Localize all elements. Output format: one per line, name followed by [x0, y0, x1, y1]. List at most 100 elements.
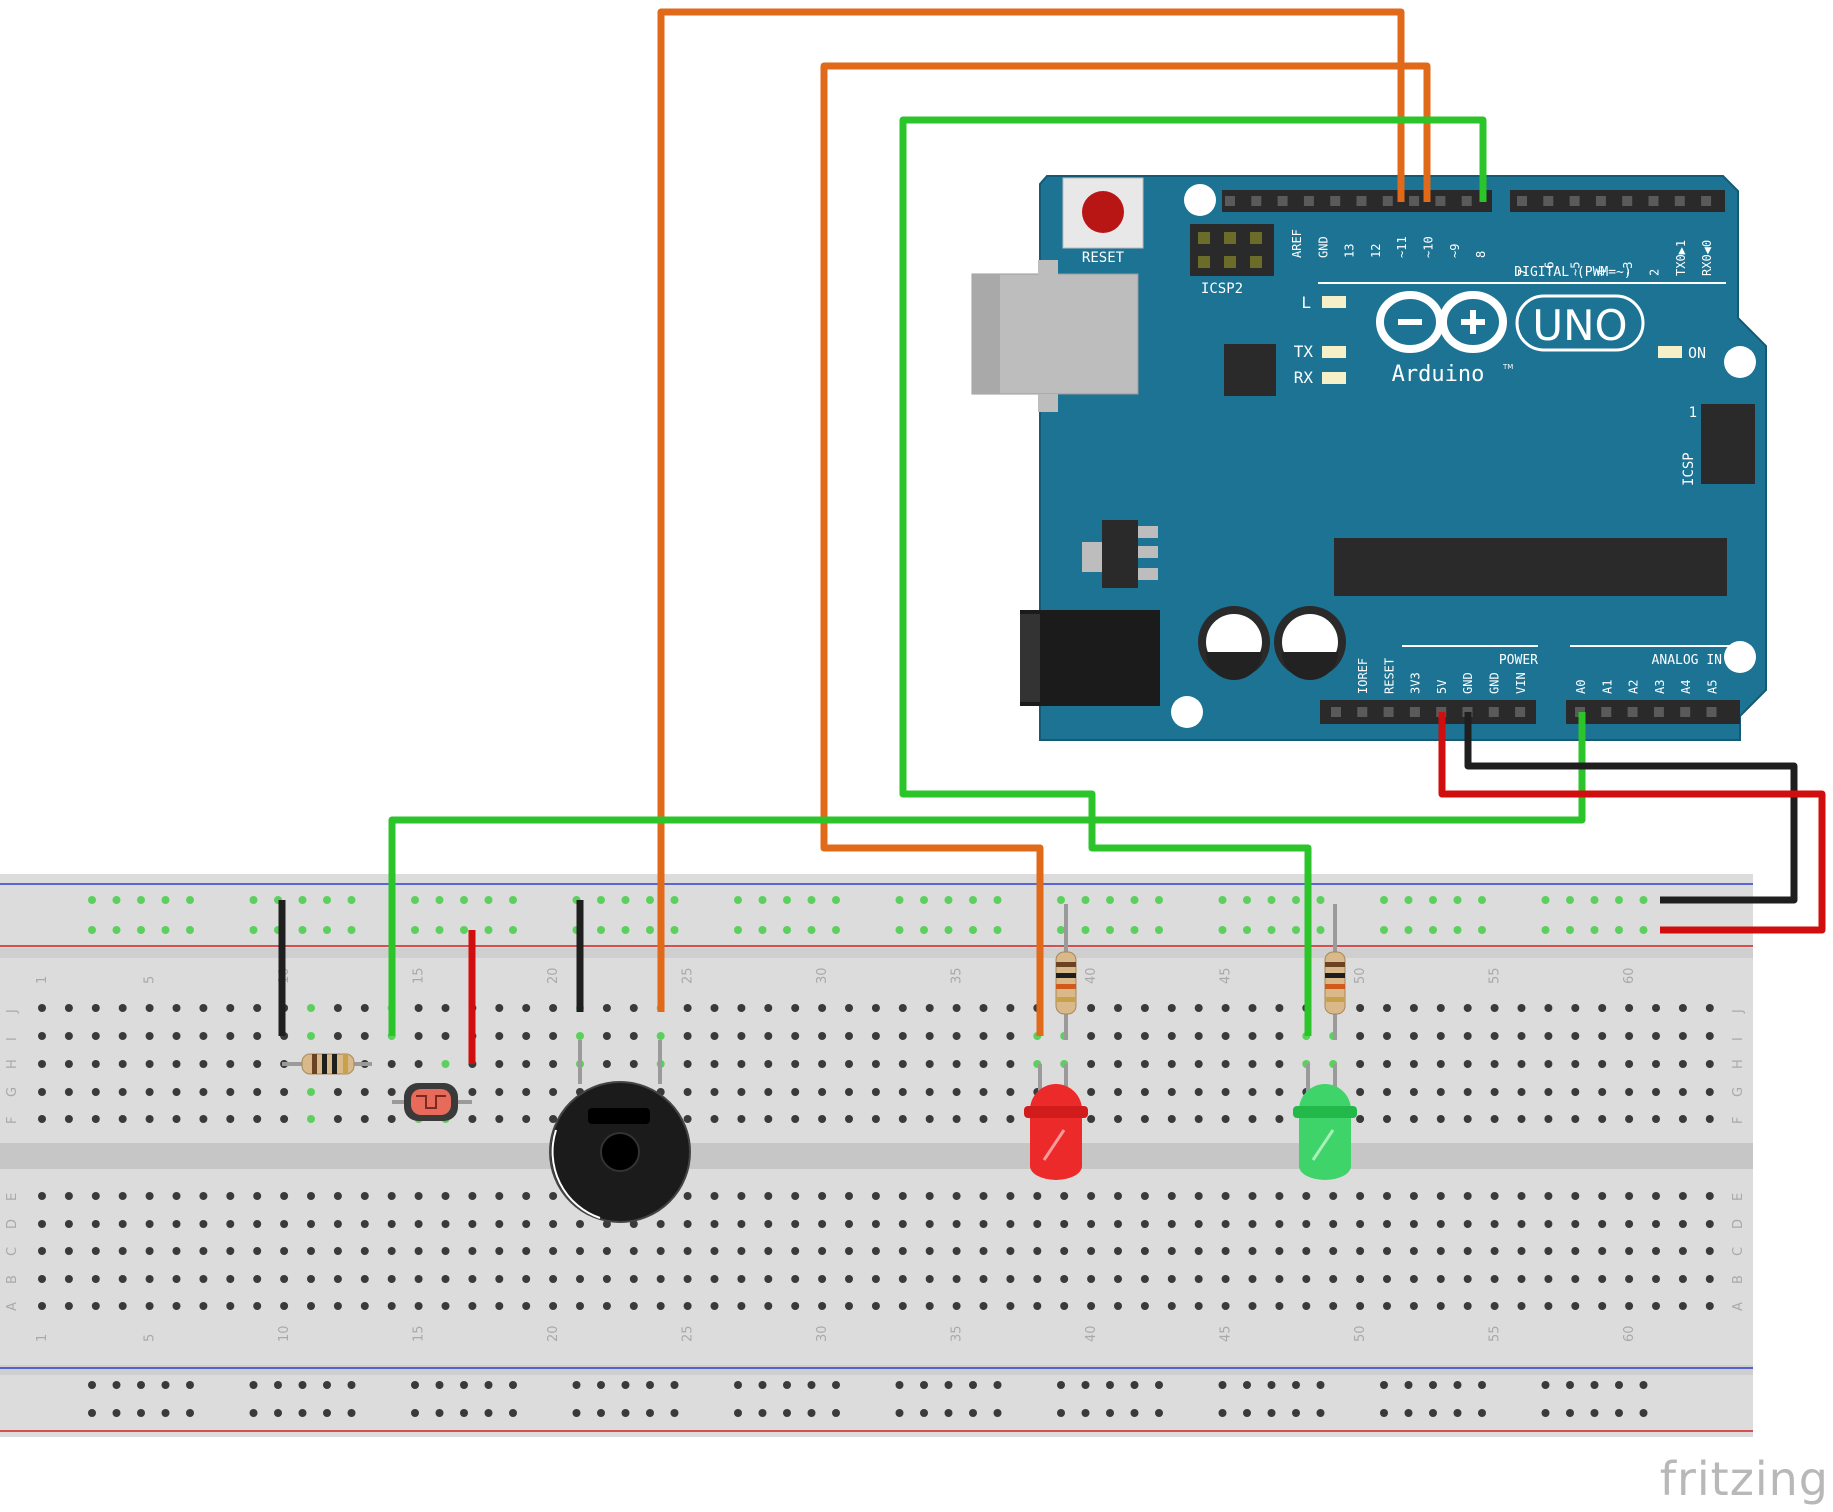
breadboard-hole [549, 1302, 558, 1310]
breadboard-hole [845, 1032, 853, 1040]
breadboard-hole [1006, 1060, 1015, 1068]
column-label: 5 [143, 1334, 158, 1342]
rail-hole [1218, 1409, 1227, 1417]
breadboard-hole [1140, 1220, 1149, 1228]
breadboard-hole [1544, 1088, 1553, 1096]
breadboard-hole [91, 1115, 100, 1123]
breadboard-hole [925, 1220, 934, 1228]
breadboard-hole [118, 1004, 127, 1012]
rail-hole [1081, 926, 1090, 934]
rail-hole [969, 1381, 977, 1389]
breadboard-hole [952, 1220, 961, 1228]
rail-hole [1106, 1381, 1114, 1389]
breadboard-hole [145, 1115, 154, 1123]
breadboard-hole [629, 1032, 638, 1040]
breadboard-hole [1275, 1004, 1284, 1012]
breadboard-hole [172, 1088, 181, 1096]
breadboard-hole [1625, 1220, 1634, 1228]
breadboard-hole [1329, 1302, 1338, 1310]
rail-hole [1130, 926, 1139, 934]
breadboard-hole [979, 1060, 988, 1068]
arduino-uno-board: RESET ICSP2 [971, 175, 1767, 741]
led-tx [1322, 346, 1346, 358]
rail-hole [411, 1409, 419, 1417]
rail-hole [1155, 1409, 1163, 1417]
breadboard-hole [307, 1032, 315, 1040]
led-rx-label: RX [1294, 368, 1314, 387]
breadboard-hole [1006, 1004, 1015, 1012]
breadboard-hole [1221, 1220, 1230, 1228]
breadboard-hole [1678, 1115, 1687, 1123]
breadboard-hole [1087, 1275, 1096, 1283]
pin-label: GND [1316, 236, 1330, 258]
rail-hole [1404, 926, 1413, 934]
breadboard-hole [199, 1247, 208, 1255]
breadboard-hole [1383, 1220, 1391, 1228]
breadboard-hole [898, 1088, 907, 1096]
row-label: F [5, 1117, 20, 1124]
row-label: C [5, 1247, 20, 1256]
breadboard-hole [118, 1275, 127, 1283]
breadboard-hole [1517, 1247, 1526, 1255]
rail-hole [1615, 926, 1623, 934]
rail-hole [1243, 896, 1251, 904]
breadboard-hole [549, 1192, 558, 1200]
breadboard-hole [1625, 1275, 1634, 1283]
breadboard-hole [1033, 1275, 1042, 1283]
rail-hole [112, 896, 121, 904]
digital-label: DIGITAL (PWM=~) [1514, 265, 1631, 280]
breadboard-hole [979, 1220, 988, 1228]
header-pin [1601, 707, 1612, 717]
breadboard-hole [1409, 1032, 1418, 1040]
breadboard-hole [226, 1088, 235, 1096]
breadboard-hole [737, 1060, 746, 1068]
breadboard-hole [1625, 1302, 1634, 1310]
breadboard-hole [307, 1115, 315, 1123]
breadboard-hole [845, 1302, 853, 1310]
icsp2-label: ICSP2 [1201, 281, 1243, 297]
column-label: 35 [950, 967, 965, 984]
rail-hole [161, 926, 170, 934]
row-label: F [1731, 1117, 1746, 1124]
pin-label: 2 [1648, 269, 1662, 276]
header-pin [1330, 196, 1341, 206]
breadboard-hole [871, 1220, 880, 1228]
rail-hole [993, 896, 1002, 904]
breadboard-hole [1598, 1220, 1607, 1228]
breadboard-hole [91, 1032, 100, 1040]
breadboard-hole [576, 1220, 584, 1228]
breadboard-hole [683, 1247, 692, 1255]
breadboard-hole [952, 1004, 961, 1012]
rail-hole [1429, 896, 1437, 904]
breadboard-hole [737, 1032, 746, 1040]
breadboard-hole [818, 1220, 827, 1228]
breadboard-hole [710, 1088, 719, 1096]
breadboard-hole [441, 1275, 450, 1283]
row-label: B [1731, 1275, 1746, 1284]
breadboard-hole [1598, 1032, 1607, 1040]
breadboard-hole [764, 1088, 773, 1096]
led-tx-label: TX [1294, 342, 1314, 361]
breadboard-hole [925, 1302, 934, 1310]
breadboard-hole [1571, 1275, 1580, 1283]
rail-hole [1243, 1381, 1251, 1389]
resistor [1324, 904, 1346, 1040]
rail-hole [484, 1409, 493, 1417]
breadboard-hole [1463, 1060, 1472, 1068]
breadboard-hole [1409, 1192, 1418, 1200]
breadboard-hole [576, 1275, 584, 1283]
breadboard-hole [818, 1032, 827, 1040]
reset-button-cap[interactable] [1082, 191, 1124, 233]
breadboard-hole [1033, 1247, 1042, 1255]
breadboard-hole [495, 1004, 504, 1012]
rail-hole [783, 926, 791, 934]
rail-hole [1292, 1409, 1300, 1417]
breadboard-hole [791, 1032, 800, 1040]
breadboard-hole [172, 1247, 181, 1255]
breadboard-hole [360, 1302, 369, 1310]
breadboard-hole [1678, 1220, 1687, 1228]
breadboard-hole [1409, 1060, 1418, 1068]
rail-hole [186, 926, 194, 934]
breadboard-hole [1248, 1115, 1257, 1123]
